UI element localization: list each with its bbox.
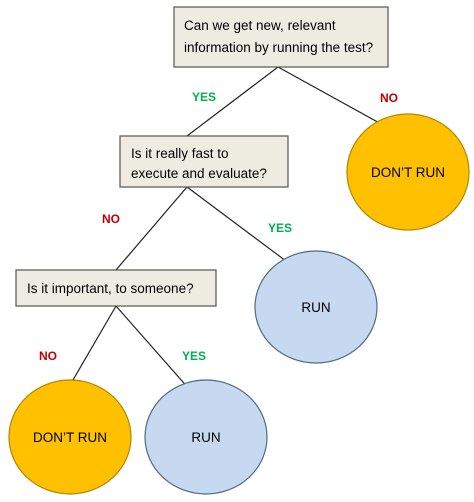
edge-label-yes: YES [182,349,206,363]
outcome-ellipse [8,379,132,495]
outcome-label: DON’T RUN [371,165,445,180]
edge-label-yes: YES [192,90,216,104]
edge-label-no: NO [39,349,57,363]
outcome-node-run-bottom: RUN [144,379,268,495]
question-text-line-1: Can we get new, relevant [184,18,336,33]
question-text-line-1: Is it really fast to [131,146,229,161]
question-box [119,135,289,188]
outcome-node-dont-run-bottom: DON’T RUN [8,379,132,495]
outcome-label: RUN [301,300,330,315]
connector-q2-to-q3 [115,186,188,271]
edge-label-yes: YES [268,221,292,235]
question-box [15,269,217,307]
outcome-ellipse [346,113,470,231]
question-box [173,6,389,68]
outcome-label: RUN [191,430,220,445]
question-node-fast-to-execute: Is it really fast to execute and evaluat… [119,135,289,188]
connector-q1-to-q2 [186,66,279,137]
question-text-line-1: Is it important, to someone? [27,281,194,296]
connector-lines [65,66,393,393]
connector-q2-to-run [186,186,291,265]
edge-label-no: NO [102,212,120,226]
question-text-line-2: execute and evaluate? [131,166,267,181]
outcome-ellipse [144,379,268,495]
outcome-node-dont-run-top: DON’T RUN [346,113,470,231]
connector-q3-to-dont-run [65,305,117,393]
question-node-important: Is it important, to someone? [15,269,217,307]
question-node-new-information: Can we get new, relevant information by … [173,6,389,68]
connector-q1-to-dont-run [277,66,393,131]
outcome-node-run-middle: RUN [254,250,378,364]
edge-label-no: NO [380,91,398,105]
outcome-ellipse [254,250,378,364]
connector-q3-to-run [115,305,191,391]
question-text-line-2: information by running the test? [184,40,373,55]
outcome-label: DON’T RUN [33,430,107,445]
